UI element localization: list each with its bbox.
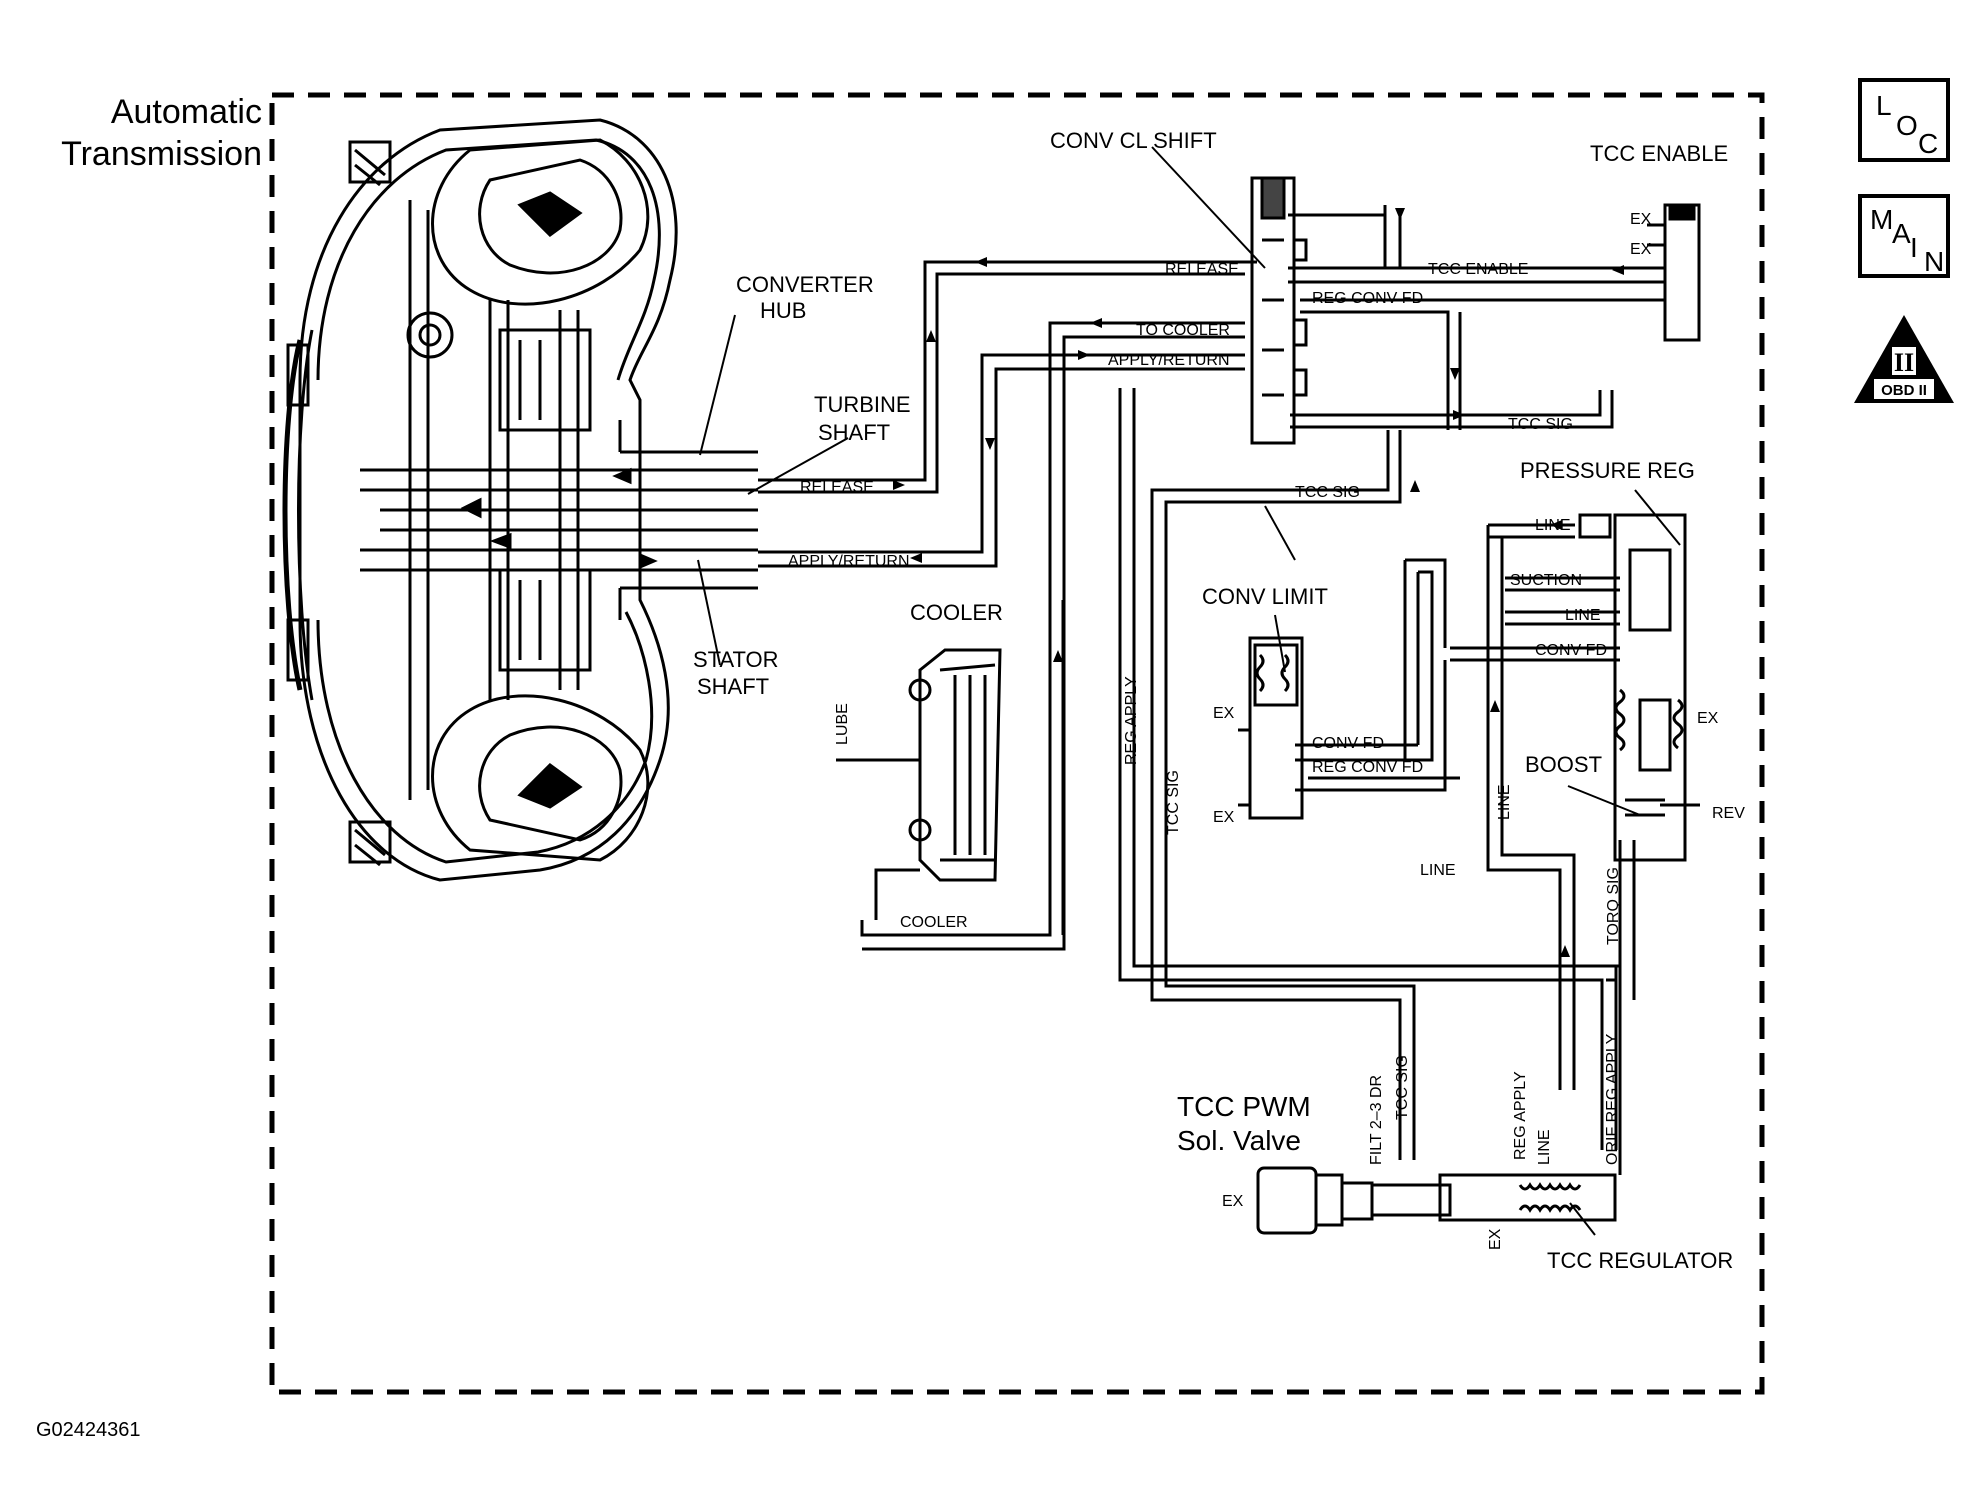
- passage-reg-apply-bottom: REG APPLY: [1512, 1071, 1529, 1160]
- main-letter-m: M: [1870, 204, 1894, 235]
- passage-filt: FILT 2–3 DR: [1368, 1075, 1385, 1165]
- label-converter-hub-2: HUB: [760, 298, 806, 323]
- label-tcc-enable: TCC ENABLE: [1590, 141, 1728, 166]
- passage-tcc-sig-right: TCC SIG: [1508, 416, 1573, 433]
- tcc-regulator-valve: [1438, 1173, 1617, 1222]
- label-boost: BOOST: [1525, 752, 1602, 777]
- passage-ex-pwm: EX: [1222, 1193, 1244, 1210]
- passage-ex-boost: EX: [1697, 710, 1719, 727]
- figure-id: G02424361: [36, 1419, 141, 1441]
- passage-apply-return-shaft: APPLY/RETURN: [788, 553, 910, 570]
- main-letter-i: I: [1910, 232, 1918, 263]
- passage-line-2: LINE: [1565, 607, 1601, 624]
- obd-label: OBD II: [1881, 382, 1927, 399]
- label-conv-cl-shift: CONV CL SHIFT: [1050, 128, 1217, 153]
- diagram-title-line-2: Transmission: [61, 135, 262, 173]
- label-stator-shaft-1: STATOR: [693, 647, 779, 672]
- cooler-unit: [908, 648, 1002, 882]
- flow-arrows: [893, 208, 1624, 957]
- passage-reg-conv-fd: REG CONV FD: [1312, 290, 1423, 307]
- passage-tcc-sig-bottom: TCC SIG: [1394, 1055, 1411, 1120]
- label-pressure-reg: PRESSURE REG: [1520, 458, 1695, 483]
- obd-ii-button[interactable]: II OBD II: [1852, 313, 1956, 405]
- passage-rev: REV: [1712, 805, 1745, 822]
- leader-lines: [697, 146, 1681, 1236]
- label-converter-hub-1: CONVERTER: [736, 272, 874, 297]
- passage-conv-fd-right: CONV FD: [1535, 642, 1607, 659]
- passage-tcc-sig-v: TCC SIG: [1165, 770, 1182, 835]
- passage-ex-limit-1: EX: [1213, 705, 1235, 722]
- passage-conv-fd-limit: CONV FD: [1312, 735, 1384, 752]
- label-conv-limit: CONV LIMIT: [1202, 584, 1328, 609]
- passage-tcc-sig-mid: TCC SIG: [1295, 484, 1360, 501]
- passage-reg-conv-fd-limit: REG CONV FD: [1312, 759, 1423, 776]
- diagram-title-line-1: Automatic: [111, 93, 262, 131]
- conv-limit-valve: [1238, 636, 1304, 820]
- passage-lube: LUBE: [834, 703, 851, 745]
- main-letter-a: A: [1892, 218, 1911, 249]
- hydraulic-passages: [758, 205, 1700, 1175]
- label-turbine-shaft-1: TURBINE: [814, 392, 911, 417]
- passage-line-1: LINE: [1535, 517, 1571, 534]
- pressure-reg-valve: [1578, 513, 1687, 862]
- passage-ex-limit-2: EX: [1213, 809, 1235, 826]
- main-button[interactable]: M A I N: [1858, 194, 1950, 278]
- conv-cl-shift-valve: [1250, 176, 1308, 445]
- obd-triangle-icon: II OBD II: [1854, 315, 1954, 403]
- passage-ex-reg: EX: [1487, 1228, 1504, 1250]
- passage-line-h: LINE: [1420, 862, 1456, 879]
- main-letter-n: N: [1924, 246, 1945, 277]
- passage-line-v: LINE: [1496, 784, 1513, 820]
- passage-ex-1: EX: [1630, 211, 1652, 228]
- passage-line-bottom: LINE: [1536, 1129, 1553, 1165]
- passage-tcc-enable: TCC ENABLE: [1428, 261, 1528, 278]
- passage-release-top: RELEASE: [1165, 261, 1239, 278]
- tcc-pwm-solenoid-valve: [1256, 1166, 1452, 1235]
- passage-reg-apply-v: REG APPLY: [1123, 676, 1140, 765]
- loc-letter-c: C: [1918, 128, 1939, 159]
- tcc-enable-valve: [1647, 203, 1701, 342]
- loc-button[interactable]: L O C: [1858, 78, 1950, 162]
- passage-release-shaft: RELEASE: [800, 479, 874, 496]
- passage-suction: SUCTION: [1510, 572, 1582, 589]
- loc-letter-l: L: [1876, 90, 1892, 121]
- transmission-boundary: [269, 92, 1765, 1395]
- passage-ex-2: EX: [1630, 241, 1652, 258]
- loc-letter-o: O: [1896, 110, 1918, 141]
- passage-orif-reg-apply: ORIF REG APPLY: [1604, 1033, 1621, 1165]
- torque-converter-drawing: [282, 118, 758, 882]
- passage-cooler-return: COOLER: [900, 914, 968, 931]
- passage-to-cooler: TO COOLER: [1136, 322, 1230, 339]
- label-tcc-regulator: TCC REGULATOR: [1547, 1248, 1733, 1273]
- label-tcc-pwm-2: Sol. Valve: [1177, 1125, 1301, 1156]
- label-turbine-shaft-2: SHAFT: [818, 420, 890, 445]
- label-tcc-pwm-1: TCC PWM: [1177, 1091, 1311, 1122]
- label-stator-shaft-2: SHAFT: [697, 674, 769, 699]
- passage-apply-return-top: APPLY/RETURN: [1108, 352, 1230, 369]
- obd-roman-numeral: II: [1894, 348, 1914, 377]
- passage-torq-sig: TORQ SIG: [1605, 867, 1622, 945]
- label-cooler: COOLER: [910, 600, 1003, 625]
